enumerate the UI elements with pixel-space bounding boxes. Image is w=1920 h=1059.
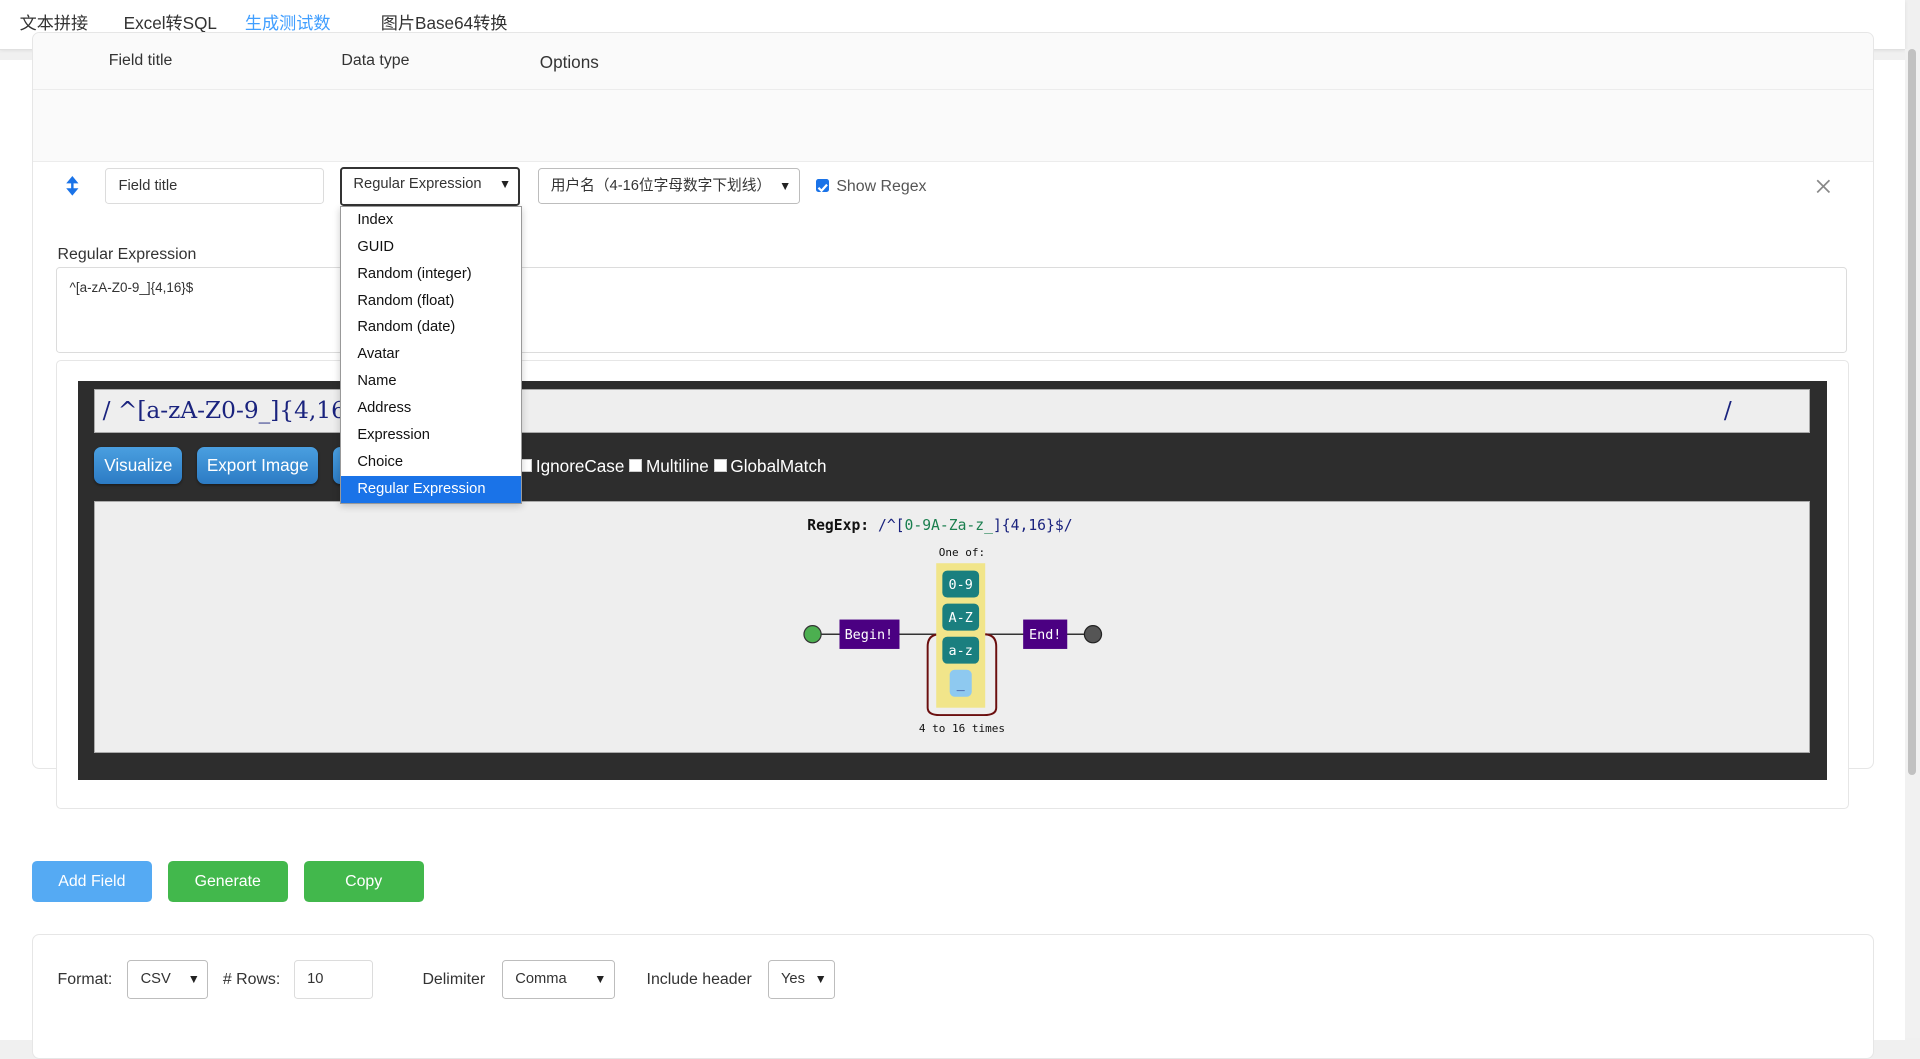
export-image-button[interactable]: Export Image (197, 446, 319, 484)
chevron-down-icon: ▼ (814, 972, 827, 986)
char-range-A-Z-label: A-Z (949, 611, 973, 626)
chevron-down-icon: ▼ (779, 178, 792, 193)
dropdown-option-random-date[interactable]: Random (date) (357, 319, 456, 336)
tab-excel-to-sql[interactable]: Excel转SQL (123, 13, 217, 33)
include-header-value: Yes (780, 971, 805, 987)
copy-button[interactable]: Copy (303, 860, 424, 903)
rows-input[interactable]: 10 (293, 960, 374, 1000)
check-icon (817, 184, 828, 193)
begin-node (839, 619, 900, 649)
visual-regex-text: / ^[a-zA-Z0-9_]{4,16 (102, 397, 346, 425)
page-scrollbar[interactable] (1905, 48, 1920, 1039)
globalmatch-label: GlobalMatch (730, 455, 827, 476)
show-regex-label: Show Regex (836, 177, 927, 195)
chevron-down-icon: ▼ (594, 972, 607, 986)
ignorecase-label: IgnoreCase (535, 455, 625, 476)
dropdown-option-index[interactable]: Index (357, 211, 394, 228)
regex-label: Regular Expression (57, 246, 197, 264)
diagram-svg: RegExp: /^[0-9A-Za-z_]{4,16}$/ Begin! En… (803, 517, 1103, 735)
dropdown-option-avatar[interactable]: Avatar (357, 346, 400, 363)
regex-textarea[interactable]: ^[a-zA-Z0-9_]{4,16}$ (56, 266, 1847, 353)
close-icon[interactable] (1816, 179, 1831, 194)
header-options: Options (539, 52, 599, 73)
fields-header: Field title Data type Options (32, 32, 1874, 91)
end-node (1023, 619, 1068, 649)
data-type-select-value: Regular Expression (353, 175, 482, 192)
repeat-loop (926, 633, 998, 716)
field-title-input[interactable]: Field title (105, 167, 325, 205)
dropdown-option-guid[interactable]: GUID (357, 238, 395, 255)
regex-railroad-diagram: RegExp: /^[0-9A-Za-z_]{4,16}$/ Begin! En… (94, 500, 1810, 754)
dropdown-option-name[interactable]: Name (357, 373, 397, 390)
format-value: CSV (140, 971, 171, 987)
start-dot-icon (803, 624, 823, 644)
dropdown-option-expression[interactable]: Expression (357, 427, 430, 444)
option-select[interactable]: 用户名（4-16位字母数字下划线） ▼ (537, 167, 800, 205)
tab-image-base64[interactable]: 图片Base64转换 (380, 13, 508, 33)
char-range-a-z (942, 636, 980, 664)
header-data-type: Data type (341, 52, 410, 70)
show-regex-checkbox[interactable] (815, 178, 829, 193)
regex-flags: IgnoreCase Multiline GlobalMatch (514, 455, 827, 477)
drag-handle-icon[interactable] (65, 176, 80, 196)
header-field-title: Field title (108, 52, 173, 70)
visual-regex-end: / (1723, 397, 1732, 425)
end-dot-icon (1084, 624, 1103, 644)
multiline-checkbox[interactable] (629, 459, 643, 473)
char-underscore (949, 669, 973, 697)
char-range-0-9 (942, 570, 980, 598)
add-field-button[interactable]: Add Field (31, 860, 152, 903)
end-label: End! (1029, 628, 1061, 643)
char-range-0-9-label: 0-9 (949, 578, 973, 593)
delimiter-label: Delimiter (422, 971, 486, 989)
delimiter-value: Comma (515, 971, 567, 987)
one-of-label: One of: (939, 546, 985, 559)
dropdown-option-address[interactable]: Address (357, 400, 412, 417)
tab-text-join[interactable]: 文本拼接 (19, 13, 89, 33)
char-underscore-label: _ (957, 677, 966, 692)
dropdown-option-random-integer[interactable]: Random (integer) (357, 265, 472, 282)
scrollbar-thumb[interactable] (1907, 48, 1917, 776)
begin-label: Begin! (845, 628, 894, 643)
visualize-button[interactable]: Visualize (94, 446, 183, 484)
chevron-down-icon: ▼ (498, 176, 512, 191)
data-type-select[interactable]: Regular Expression ▼ (340, 166, 521, 206)
include-header-label: Include header (646, 971, 752, 989)
field-row (32, 90, 1874, 163)
dropdown-option-regular-expression[interactable]: Regular Expression (341, 476, 522, 504)
format-select[interactable]: CSV ▼ (127, 960, 209, 1000)
format-label: Format: (57, 971, 113, 989)
include-header-select[interactable]: Yes ▼ (767, 960, 836, 1000)
delimiter-select[interactable]: Comma ▼ (502, 960, 615, 1000)
chevron-down-icon: ▼ (187, 972, 200, 986)
option-select-value: 用户名（4-16位字母数字下划线） (550, 177, 772, 194)
char-range-a-z-label: a-z (949, 644, 973, 659)
char-range-A-Z (942, 603, 980, 631)
dropdown-option-choice[interactable]: Choice (357, 454, 404, 471)
generate-button[interactable]: Generate (167, 860, 288, 903)
dropdown-option-random-float[interactable]: Random (float) (357, 292, 455, 309)
multiline-label: Multiline (645, 455, 709, 476)
globalmatch-checkbox[interactable] (713, 459, 727, 473)
data-type-dropdown: Index GUID Random (integer) Random (floa… (340, 205, 523, 505)
rows-label: # Rows: (222, 971, 281, 989)
repeat-label: 4 to 16 times (919, 722, 1005, 735)
diagram-title: RegExp: /^[0-9A-Za-z_]{4,16}$/ (808, 517, 1073, 534)
